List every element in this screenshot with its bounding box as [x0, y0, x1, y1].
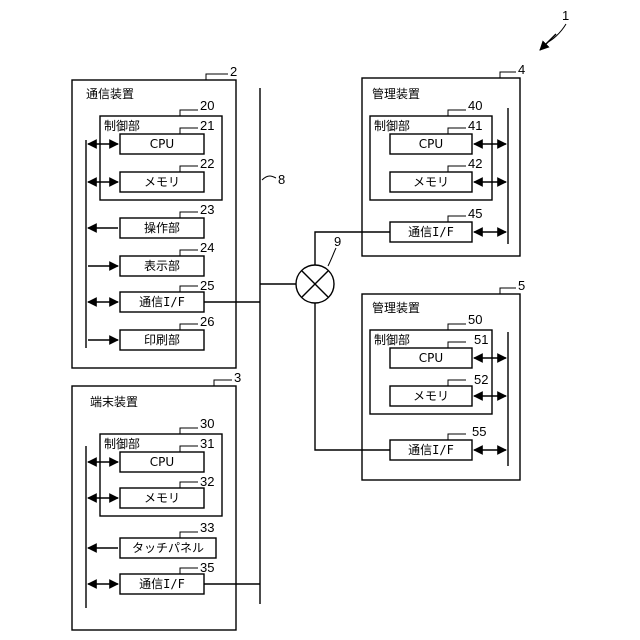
mgmt-b-comm-if-ref-leader — [448, 434, 466, 440]
terminal-control-unit-ref-leader — [180, 428, 198, 434]
control-unit-label: 制御部 — [104, 118, 140, 133]
management-device-b-title: 管理装置 — [372, 300, 420, 315]
mgmt-b-comm-if-ref: 55 — [472, 424, 486, 439]
hub-to-mgmt-a-link — [315, 232, 390, 265]
operation-unit-ref: 23 — [200, 202, 214, 217]
mgmt-a-comm-if-ref: 45 — [468, 206, 482, 221]
memory-ref-leader — [180, 166, 198, 172]
cpu-label: CPU — [150, 137, 174, 151]
system-ref-label: 1 — [562, 8, 569, 23]
mgmt-a-control-unit-label: 制御部 — [374, 118, 410, 133]
mgmt-b-cpu-ref: 51 — [474, 332, 488, 347]
touch-panel-ref: 33 — [200, 520, 214, 535]
mgmt-b-comm-if-label: 通信I/F — [408, 443, 454, 457]
touch-panel-ref-leader — [180, 532, 198, 538]
hub-to-mgmt-b-link — [315, 303, 390, 450]
mgmt-a-memory-label: メモリ — [413, 175, 449, 189]
terminal-comm-if-label: 通信I/F — [139, 577, 185, 591]
management-device-a-ref: 4 — [518, 62, 525, 77]
display-unit-ref: 24 — [200, 240, 214, 255]
operation-unit-label: 操作部 — [144, 220, 180, 235]
system-ref-arrow — [540, 34, 556, 50]
mgmt-a-memory-ref-leader — [448, 166, 466, 172]
communication-device-ref: 2 — [230, 64, 237, 79]
terminal-control-unit-ref: 30 — [200, 416, 214, 431]
network-ref-leader — [262, 176, 276, 180]
mgmt-b-memory-ref-leader — [448, 380, 466, 386]
mgmt-a-cpu-ref-leader — [448, 128, 466, 134]
memory-label: メモリ — [144, 175, 180, 189]
network-ref-label: 8 — [278, 172, 285, 187]
terminal-memory-ref: 32 — [200, 474, 214, 489]
comm-if-ref-leader — [180, 286, 198, 292]
mgmt-a-comm-if-ref-leader — [448, 216, 466, 222]
cpu-ref: 21 — [200, 118, 214, 133]
terminal-cpu-ref-leader — [180, 446, 198, 452]
hub-ref-leader — [328, 248, 336, 266]
mgmt-b-cpu-ref-leader — [448, 342, 466, 348]
terminal-device-title: 端末装置 — [90, 395, 138, 409]
hub-ref: 9 — [334, 234, 341, 249]
communication-device-ref-leader — [206, 74, 228, 80]
memory-ref: 22 — [200, 156, 214, 171]
terminal-comm-if-ref-leader — [180, 568, 198, 574]
communication-device: 通信装置 2 制御部 20 CPU 21 メモリ 22 操作部 23 表示部 2… — [72, 64, 260, 368]
comm-if-label: 通信I/F — [139, 295, 185, 309]
management-device-b-ref: 5 — [518, 278, 525, 293]
terminal-cpu-ref: 31 — [200, 436, 214, 451]
mgmt-a-control-unit-ref-leader — [448, 110, 466, 116]
terminal-comm-if-ref: 35 — [200, 560, 214, 575]
mgmt-b-control-unit-ref: 50 — [468, 312, 482, 327]
mgmt-b-control-unit-ref-leader — [448, 324, 466, 330]
terminal-memory-ref-leader — [180, 482, 198, 488]
management-device-a-title: 管理装置 — [372, 86, 420, 101]
mgmt-b-memory-label: メモリ — [413, 389, 449, 403]
print-unit-ref: 26 — [200, 314, 214, 329]
management-device-b-ref-leader — [500, 288, 516, 294]
mgmt-a-comm-if-label: 通信I/F — [408, 225, 454, 239]
print-unit-label: 印刷部 — [144, 332, 180, 347]
terminal-cpu-label: CPU — [150, 455, 174, 469]
touch-panel-label: タッチパネル — [132, 541, 204, 555]
terminal-device-ref: 3 — [234, 370, 241, 385]
communication-device-title: 通信装置 — [86, 87, 134, 101]
display-unit-label: 表示部 — [144, 258, 180, 273]
operation-unit-ref-leader — [180, 212, 198, 218]
terminal-memory-label: メモリ — [144, 491, 180, 505]
terminal-device-ref-leader — [214, 380, 232, 386]
mgmt-a-cpu-label: CPU — [419, 137, 443, 151]
control-unit-ref-leader — [180, 110, 198, 116]
print-unit-ref-leader — [180, 324, 198, 330]
comm-if-ref: 25 — [200, 278, 214, 293]
terminal-device: 端末装置 3 制御部 30 CPU 31 メモリ 32 タッチパネル 33 通信… — [72, 370, 260, 630]
cpu-ref-leader — [180, 128, 198, 134]
mgmt-b-memory-ref: 52 — [474, 372, 488, 387]
management-device-a-ref-leader — [500, 72, 516, 78]
mgmt-a-cpu-ref: 41 — [468, 118, 482, 133]
control-unit-ref: 20 — [200, 98, 214, 113]
management-device-a: 管理装置 4 制御部 40 CPU 41 メモリ 42 通信I/F 45 — [362, 62, 525, 256]
terminal-control-unit-label: 制御部 — [104, 436, 140, 451]
mgmt-a-memory-ref: 42 — [468, 156, 482, 171]
mgmt-a-control-unit-ref: 40 — [468, 98, 482, 113]
display-unit-ref-leader — [180, 250, 198, 256]
mgmt-b-cpu-label: CPU — [419, 351, 443, 365]
mgmt-b-control-unit-label: 制御部 — [374, 332, 410, 347]
